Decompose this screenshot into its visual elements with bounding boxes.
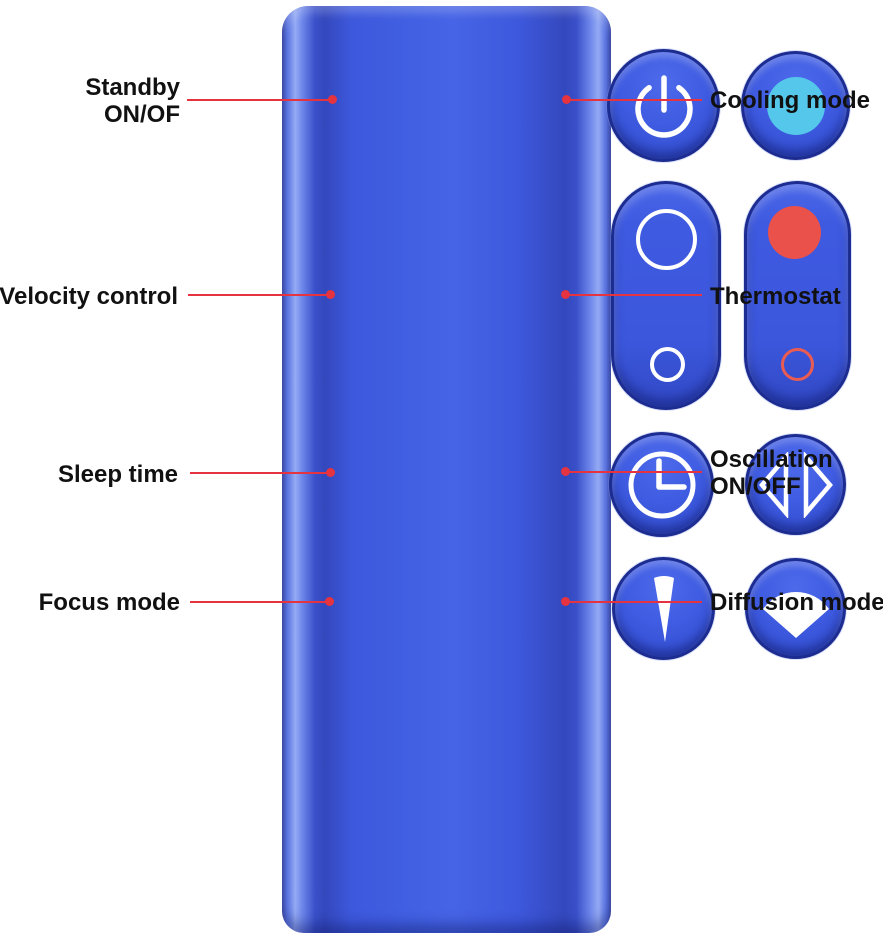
left-right-arrows-icon xyxy=(758,451,833,518)
cooling-dot-icon xyxy=(766,76,825,135)
focus-callout-line xyxy=(190,601,330,603)
sleep-callout-line xyxy=(190,472,331,474)
remote-control-body xyxy=(282,6,851,933)
oscillation-label-line1: Oscillation xyxy=(710,446,833,473)
red-filled-circle-icon xyxy=(768,206,821,259)
clock-icon xyxy=(628,451,695,518)
power-icon xyxy=(634,74,693,138)
standby-label-line1: Standby xyxy=(85,74,180,101)
focus-callout-dot xyxy=(325,597,334,606)
standby-callout-dot xyxy=(328,95,337,104)
cooling-label-line1: Cooling mode xyxy=(710,87,870,114)
cooling-mode-button[interactable] xyxy=(741,51,850,160)
thermostat-rocker[interactable] xyxy=(744,181,851,410)
oscillation-button[interactable] xyxy=(745,434,846,535)
oscillation-label: Oscillation ON/OFF xyxy=(710,446,833,500)
thermostat-callout-line xyxy=(565,294,702,296)
oscillation-callout-line xyxy=(565,471,702,473)
small-circle-outline-icon xyxy=(650,347,685,382)
diffusion-mode-button[interactable] xyxy=(745,558,846,659)
diffusion-label-line1: Diffusion mode xyxy=(710,589,883,616)
sleep-label-line1: Sleep time xyxy=(57,461,178,488)
velocity-callout-line xyxy=(188,294,331,296)
standby-button[interactable] xyxy=(607,49,720,162)
velocity-callout-dot xyxy=(326,290,335,299)
velocity-label-line1: Velocity control xyxy=(0,283,178,310)
standby-label-line2: ON/OF xyxy=(104,101,180,128)
oscillation-label-line2: ON/OFF xyxy=(710,473,801,500)
large-circle-outline-icon xyxy=(636,209,697,270)
cooling-callout-dot xyxy=(562,95,571,104)
red-circle-outline-icon xyxy=(781,348,814,381)
thermostat-callout-dot xyxy=(561,290,570,299)
diffusion-callout-dot xyxy=(561,597,570,606)
cooling-label: Cooling mode xyxy=(710,87,870,114)
focus-label: Focus mode xyxy=(39,589,180,616)
diffusion-label: Diffusion mode xyxy=(710,589,883,616)
sleep-time-button[interactable] xyxy=(609,432,714,537)
sleep-label: Sleep time xyxy=(58,461,178,488)
diffusion-callout-line xyxy=(565,601,702,603)
focus-label-line1: Focus mode xyxy=(38,589,180,616)
standby-label: Standby ON/OF xyxy=(85,74,180,128)
focus-mode-button[interactable] xyxy=(612,557,715,660)
narrow-jet-icon xyxy=(653,575,674,642)
sleep-callout-dot xyxy=(326,468,335,477)
thermostat-label: Thermostat xyxy=(710,283,841,310)
standby-callout-line xyxy=(187,99,332,101)
oscillation-callout-dot xyxy=(561,467,570,476)
velocity-label: Velocity control xyxy=(0,283,178,310)
wide-fan-icon xyxy=(762,591,829,638)
thermostat-label-line1: Thermostat xyxy=(710,283,841,310)
cooling-callout-line xyxy=(567,99,702,101)
